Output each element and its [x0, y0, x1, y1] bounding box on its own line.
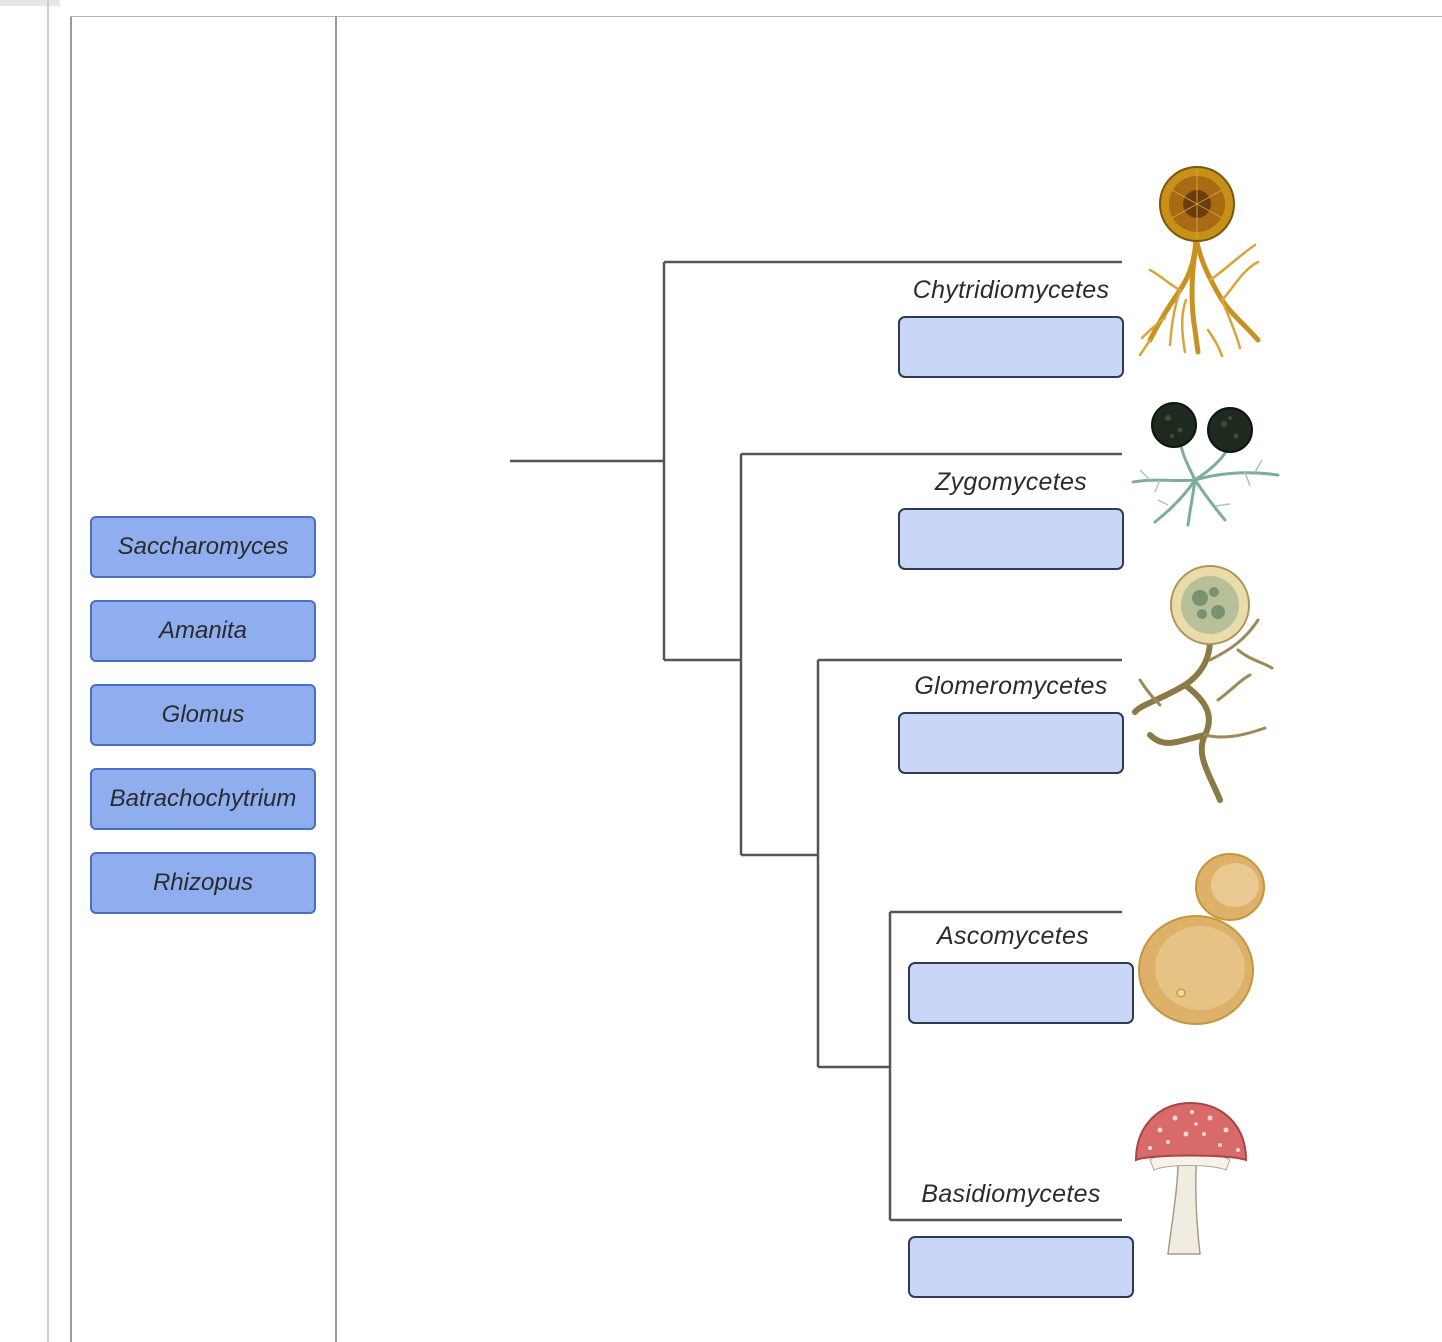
drop-target-glomeromycetes[interactable] — [898, 712, 1124, 774]
zygomycete-icon — [1131, 402, 1280, 527]
panel-left-border — [70, 16, 72, 1342]
chytrid-icon — [1138, 166, 1261, 358]
panel-divider — [335, 16, 337, 1342]
drop-target-ascomycetes[interactable] — [908, 962, 1134, 1024]
drop-target-chytridiomycetes[interactable] — [898, 316, 1124, 378]
token-saccharomyces[interactable]: Saccharomyces — [90, 516, 316, 578]
token-amanita[interactable]: Amanita — [90, 600, 316, 662]
drop-target-basidiomycetes[interactable] — [908, 1236, 1134, 1298]
window-tab-stub — [0, 0, 60, 6]
token-glomus[interactable]: Glomus — [90, 684, 316, 746]
panel-top-border — [70, 16, 1442, 17]
token-rhizopus[interactable]: Rhizopus — [90, 852, 316, 914]
yeast-icon — [1138, 853, 1265, 1025]
label-basidiomycetes: Basidiomycetes — [921, 1180, 1101, 1208]
glomeromycete-icon — [1132, 565, 1274, 803]
label-chytridiomycetes: Chytridiomycetes — [912, 276, 1110, 304]
label-zygomycetes: Zygomycetes — [935, 468, 1087, 496]
mushroom-icon — [1134, 1101, 1248, 1255]
outer-left-rule — [47, 0, 49, 1342]
drop-target-zygomycetes[interactable] — [898, 508, 1124, 570]
label-glomeromycetes: Glomeromycetes — [914, 672, 1108, 700]
label-ascomycetes: Ascomycetes — [937, 922, 1089, 950]
token-batrachochytrium[interactable]: Batrachochytrium — [90, 768, 316, 830]
